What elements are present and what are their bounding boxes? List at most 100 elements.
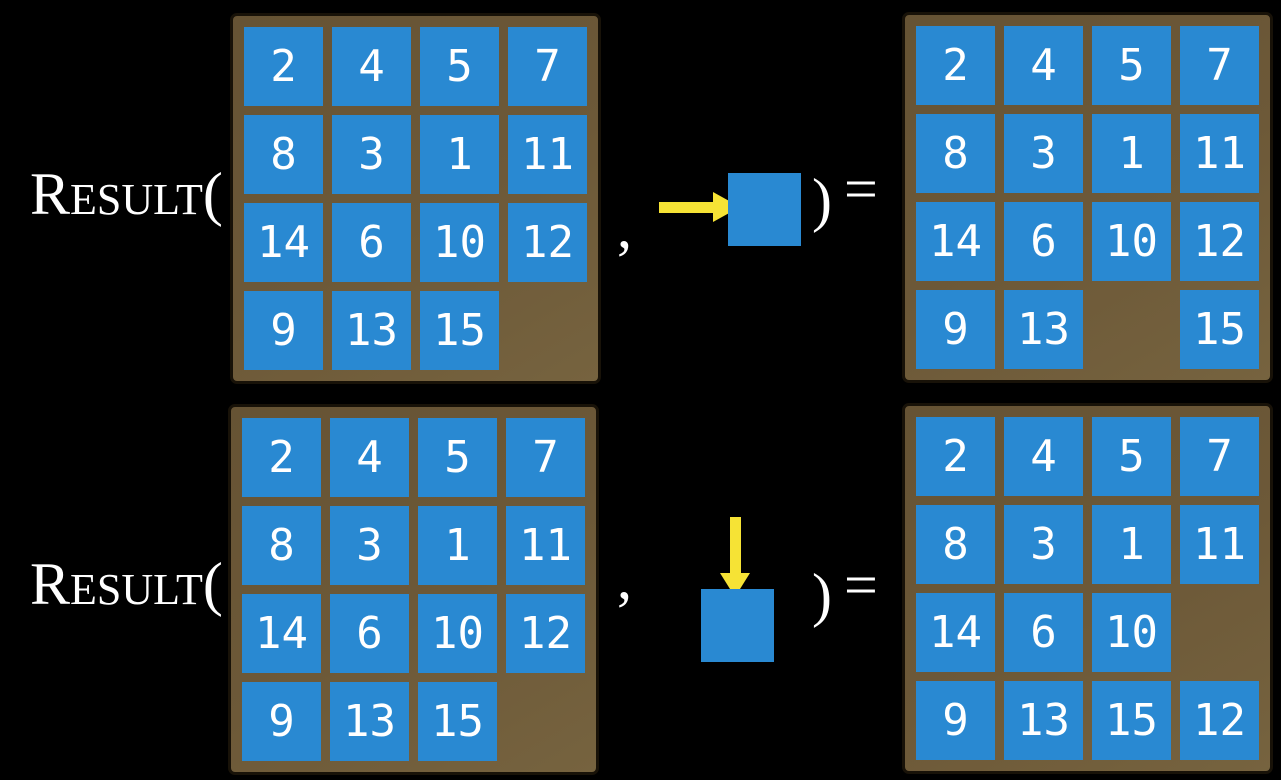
tile-number: 14	[244, 203, 323, 282]
comma-separator: ,	[617, 545, 632, 611]
puzzle-tile: 8	[916, 114, 995, 193]
puzzle-tile: 15	[1092, 681, 1171, 760]
tile-number: 7	[1180, 26, 1259, 105]
tile-number: 5	[1092, 417, 1171, 496]
puzzle-tile: 8	[242, 506, 321, 585]
tile-number: 1	[418, 506, 497, 585]
tile-number: 5	[418, 418, 497, 497]
tile-number: 11	[1180, 505, 1259, 584]
puzzle-tile: 7	[508, 27, 587, 106]
tile-number: 3	[332, 115, 411, 194]
puzzle-tile: 4	[1004, 417, 1083, 496]
tile-number: 13	[1004, 290, 1083, 369]
tile-number: 6	[1004, 202, 1083, 281]
tile-number: 5	[1092, 26, 1171, 105]
tile-number: 13	[332, 291, 411, 370]
tile-number: 3	[1004, 505, 1083, 584]
puzzle-tile: 15	[418, 682, 497, 761]
puzzle-tile: 10	[1092, 202, 1171, 281]
tile-number: 11	[506, 506, 585, 585]
equals-sign: =	[844, 552, 878, 618]
open-paren: (	[202, 551, 223, 617]
open-paren: (	[202, 161, 223, 227]
puzzle-tile: 6	[1004, 202, 1083, 281]
puzzle-tile: 10	[420, 203, 499, 282]
action-square	[701, 589, 774, 662]
tile-number: 8	[244, 115, 323, 194]
blank-cell	[508, 291, 587, 370]
blank-cell	[1180, 593, 1259, 672]
puzzle-tile: 14	[916, 202, 995, 281]
puzzle-tile: 9	[916, 290, 995, 369]
tile-number: 10	[418, 594, 497, 673]
tile-number: 15	[418, 682, 497, 761]
tile-number: 4	[332, 27, 411, 106]
tile-number: 11	[1180, 114, 1259, 193]
comma-separator: ,	[617, 194, 632, 260]
tile-number: 7	[506, 418, 585, 497]
tile-number: 10	[1092, 202, 1171, 281]
puzzle-tile: 13	[332, 291, 411, 370]
tile-number: 12	[1180, 681, 1259, 760]
puzzle-tile: 9	[916, 681, 995, 760]
puzzle-tile: 11	[508, 115, 587, 194]
tile-number: 15	[1180, 290, 1259, 369]
puzzle-tile: 8	[244, 115, 323, 194]
puzzle-tile: 1	[1092, 505, 1171, 584]
puzzle-tile: 3	[1004, 114, 1083, 193]
tile-number: 4	[1004, 417, 1083, 496]
tile-number: 13	[1004, 681, 1083, 760]
puzzle-tile: 14	[916, 593, 995, 672]
equals-sign: =	[844, 156, 878, 222]
tile-number: 3	[1004, 114, 1083, 193]
tile-number: 8	[916, 114, 995, 193]
down-arrow-icon	[720, 517, 750, 597]
puzzle-tile: 5	[420, 27, 499, 106]
tile-number: 14	[916, 593, 995, 672]
puzzle-tile: 4	[330, 418, 409, 497]
tile-number: 9	[244, 291, 323, 370]
tile-number: 14	[242, 594, 321, 673]
puzzle-tile: 11	[506, 506, 585, 585]
puzzle-tile: 7	[1180, 417, 1259, 496]
puzzle-tile: 7	[1180, 26, 1259, 105]
puzzle-tile: 15	[1180, 290, 1259, 369]
tile-number: 12	[508, 203, 587, 282]
tile-number: 15	[420, 291, 499, 370]
tile-number: 1	[1092, 114, 1171, 193]
puzzle-tile: 9	[242, 682, 321, 761]
function-name-rest: ESULT	[70, 565, 203, 614]
function-name-initial: R	[30, 551, 71, 617]
tile-number: 13	[330, 682, 409, 761]
tile-number: 6	[332, 203, 411, 282]
action-square	[728, 173, 801, 246]
puzzle-tile: 3	[330, 506, 409, 585]
puzzle-tile: 13	[330, 682, 409, 761]
result-function-label: RESULT(	[30, 164, 223, 224]
blank-cell	[1092, 290, 1171, 369]
puzzle-tile: 12	[1180, 681, 1259, 760]
blank-cell	[506, 682, 585, 761]
tile-number: 7	[1180, 417, 1259, 496]
puzzle-tile: 3	[1004, 505, 1083, 584]
puzzle-tile: 12	[1180, 202, 1259, 281]
puzzle-tile: 2	[244, 27, 323, 106]
puzzle-tile: 15	[420, 291, 499, 370]
tile-number: 12	[1180, 202, 1259, 281]
tile-number: 9	[242, 682, 321, 761]
tile-number: 6	[1004, 593, 1083, 672]
tile-number: 8	[242, 506, 321, 585]
tile-number: 9	[916, 290, 995, 369]
tile-number: 1	[1092, 505, 1171, 584]
close-paren: )	[812, 562, 832, 628]
puzzle-tile: 6	[332, 203, 411, 282]
puzzle-tile: 6	[330, 594, 409, 673]
puzzle-tile: 12	[508, 203, 587, 282]
right-arrow-icon	[659, 192, 740, 222]
tile-number: 12	[506, 594, 585, 673]
tile-number: 9	[916, 681, 995, 760]
puzzle-tile: 10	[418, 594, 497, 673]
